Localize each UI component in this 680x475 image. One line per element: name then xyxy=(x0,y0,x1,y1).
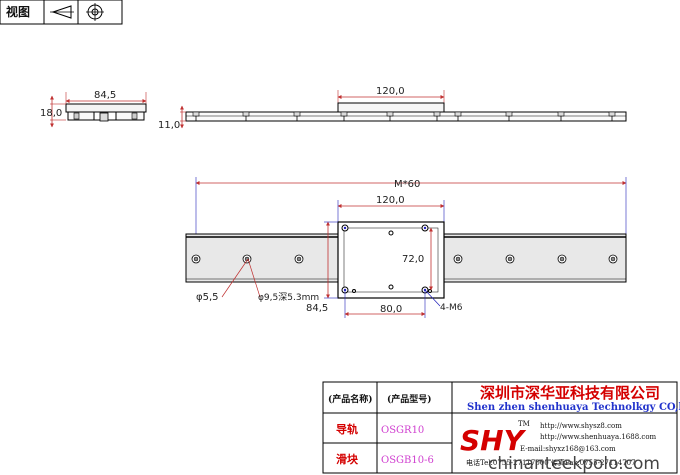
row1-model: OSGR10 xyxy=(381,425,424,436)
rail-bolt-head xyxy=(608,111,616,117)
company-name-cn: 深圳市深华亚科技有限公司 xyxy=(480,384,660,402)
rail-bolt-head xyxy=(386,111,394,117)
front-view: 120,0 11,0 xyxy=(158,86,627,131)
block-width-dim: 72,0 xyxy=(402,254,424,265)
contact-website-1: http://www.shysz8.com xyxy=(540,422,622,430)
company-name-en: Shen zhen shenhuaya Technolkgy CO,ltd xyxy=(467,402,680,413)
rail-through-hole xyxy=(507,256,513,262)
hole-small-dim: φ5,5 xyxy=(196,292,219,303)
rail-through-hole xyxy=(296,256,302,262)
watermark-text: chinanteekpolo.com xyxy=(488,454,660,474)
hole-pitch-x-dim: 80,0 xyxy=(380,304,402,315)
front-block-width-dim: 120,0 xyxy=(376,86,405,97)
side-width-dim: 84,5 xyxy=(94,90,116,101)
tapped-holes-dim: 4-M6 xyxy=(440,303,463,313)
rail-bolt-head xyxy=(340,111,348,117)
row2-name: 滑块 xyxy=(336,452,359,466)
rail-through-hole xyxy=(193,256,199,262)
view-label: 视图 xyxy=(6,4,30,19)
front-rail-height-dim: 11,0 xyxy=(158,120,180,131)
side-height-dim: 18,0 xyxy=(40,108,62,119)
rail-through-hole xyxy=(455,256,461,262)
row1-name: 导轨 xyxy=(336,422,358,436)
rail-bolt-head xyxy=(242,111,250,117)
col-model-header: (产品型号) xyxy=(387,393,432,405)
view-header: 视图 xyxy=(0,0,123,25)
front-bolt-row xyxy=(192,111,616,121)
rail-bolt-head xyxy=(557,111,565,117)
top-view: M*60 120,0 72,0 80,0 84,5 xyxy=(185,177,627,318)
contact-phone: 电话Tel:0755-27117000 传真Fax:0755-27114707 xyxy=(466,458,636,467)
hole-counterbore-dim: φ9,5深5.3mm xyxy=(258,292,319,303)
crosshair-circle-icon xyxy=(86,3,104,21)
side-view: 84,5 18,0 xyxy=(40,90,147,128)
rail-bolt-head xyxy=(454,111,462,117)
col-name-header: (产品名称) xyxy=(328,393,373,405)
block-length-dim: 120,0 xyxy=(376,195,405,206)
rail-through-hole xyxy=(559,256,565,262)
rail-length-dim: M*60 xyxy=(394,179,420,190)
title-block: (产品名称) (产品型号) 导轨 OSGR10 滑块 OSGB10-6 深圳市深… xyxy=(322,381,680,474)
contact-website-2: http://www.shenhuaya.1688.com xyxy=(540,433,657,441)
first-angle-projection-icon xyxy=(50,5,74,19)
company-logo: SHY xyxy=(460,424,527,457)
rail-bolt-head xyxy=(293,111,301,117)
rail-bolt-head xyxy=(505,111,513,117)
overall-width-dim: 84,5 xyxy=(306,303,328,314)
logo-trademark: TM xyxy=(518,420,530,428)
row2-model: OSGB10-6 xyxy=(381,455,434,466)
contact-email: E-mail:shyxz168@163.com xyxy=(520,445,616,453)
top-hole-row xyxy=(191,254,618,264)
rail-bolt-head xyxy=(192,111,200,117)
rail-bolt-head xyxy=(433,111,441,117)
rail-through-hole xyxy=(610,256,616,262)
